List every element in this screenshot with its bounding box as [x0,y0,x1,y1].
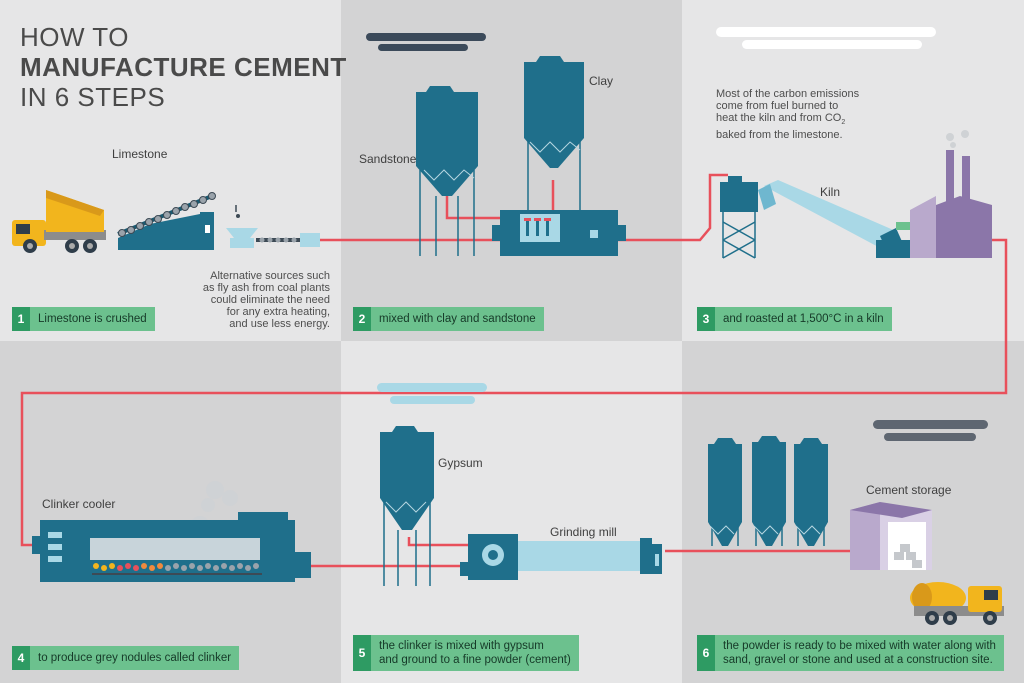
cloud-icon [716,27,936,49]
crusher-icon [117,192,320,250]
label-kiln: Kiln [820,185,841,199]
label-clay: Clay [589,74,614,88]
step-3-badge: 3 and roasted at 1,500°C in a kiln [697,307,892,331]
pipe-line [20,173,1008,568]
step-4-badge: 4 to produce grey nodules called clinker [12,646,240,670]
note-alternative-sources: Alternative sources such as fly ash from… [202,270,330,330]
cement-storage-icon [850,502,932,570]
cloud-icon [366,33,486,51]
note-carbon-emissions: Most of the carbon emissions come from f… [716,88,860,142]
step-2-badge: 2 mixed with clay and sandstone [353,307,544,331]
clinker-cooler-icon [32,481,311,582]
step-5-badge: 5 the clinker is mixed with gypsum and g… [353,635,579,671]
factory-icon [876,130,992,258]
sandstone-silo-icon [416,86,478,256]
step-6-badge: 6 the powder is ready to be mixed with w… [697,635,1004,671]
cloud-icon [873,420,988,441]
page-title: HOW TO MANUFACTURE CEMENT IN 6 STEPS [20,22,347,112]
title-line-2: MANUFACTURE CEMENT [20,52,347,82]
mixer-icon [492,210,626,256]
label-grinding-mill: Grinding mill [550,525,617,539]
gypsum-silo-icon [380,426,434,586]
dump-truck-icon [12,190,106,253]
label-clinker-cooler: Clinker cooler [42,497,116,511]
title-line-1: HOW TO [20,22,129,52]
cement-mixer-truck-icon [910,582,1004,625]
panel-step-2 [341,0,682,341]
storage-silos-icon [708,436,828,546]
kiln-hopper-icon [720,176,758,259]
label-limestone: Limestone [112,147,168,161]
grinding-mill-icon [460,534,662,580]
label-gypsum: Gypsum [438,456,483,470]
cloud-icon [377,383,487,404]
label-cement-storage: Cement storage [866,483,952,497]
clay-silo-icon [524,56,584,210]
panel-step-1 [0,0,341,341]
step-1-badge: 1 Limestone is crushed [12,307,155,331]
title-line-3: IN 6 STEPS [20,82,166,112]
label-sandstone: Sandstone [359,152,417,166]
